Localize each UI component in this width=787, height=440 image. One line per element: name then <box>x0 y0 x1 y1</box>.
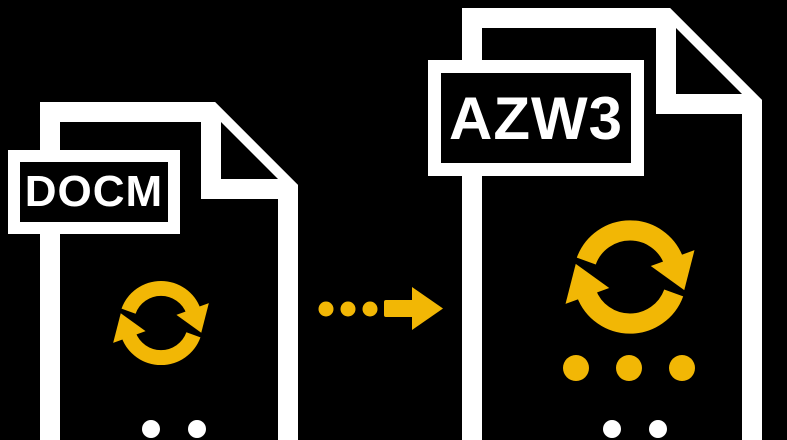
source-format-label: DOCM <box>24 167 164 216</box>
transfer-group <box>318 287 443 330</box>
ellipsis-dots <box>318 301 378 317</box>
source-format-badge: DOCM <box>8 150 180 234</box>
document-fold-corner <box>201 112 288 199</box>
document-fold-corner <box>656 18 752 114</box>
sync-arrows-icon <box>565 220 695 334</box>
arrow-right-icon <box>384 287 443 330</box>
target-format-badge: AZW3 <box>428 60 644 176</box>
ellipsis-dots <box>142 420 206 438</box>
target-format-label: AZW3 <box>449 84 623 152</box>
ellipsis-dots <box>603 420 667 438</box>
ellipsis-dots <box>563 355 695 381</box>
sync-arrows-icon <box>113 280 209 366</box>
